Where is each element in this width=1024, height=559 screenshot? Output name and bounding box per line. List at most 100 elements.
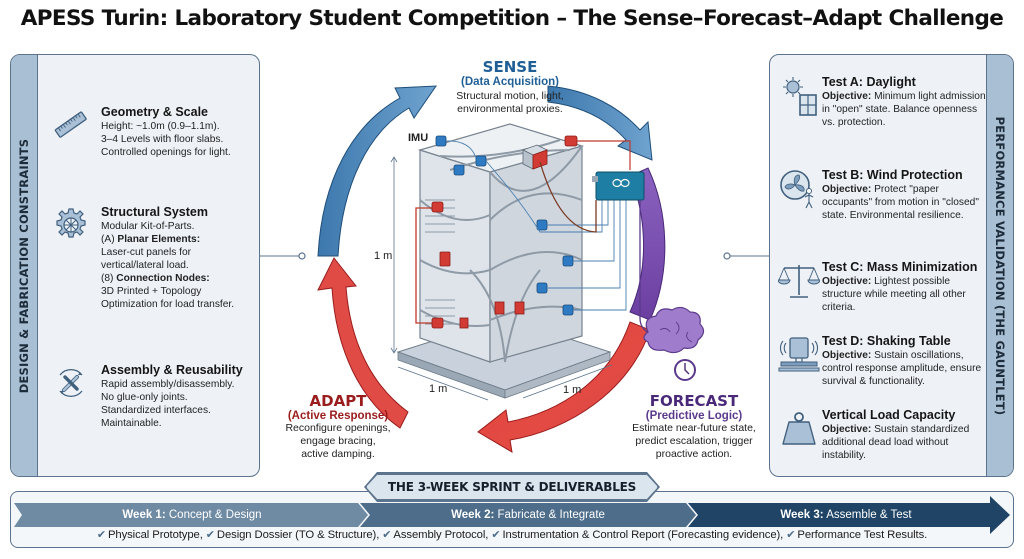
actuator-node-icon: [431, 317, 444, 329]
adapt-desc: active damping.: [301, 448, 375, 460]
panel-connector-right: [723, 252, 769, 260]
deliverables-list: ✔︎Physical Prototype, ✔︎Design Dossier (…: [14, 528, 1010, 541]
deliverable-item: ✔︎Physical Prototype,: [97, 529, 203, 541]
panel-side-label: PERFORMANCE VALIDATION (THE GAUNTLET): [986, 55, 1013, 476]
test-title: Test C: Mass Minimization: [822, 260, 978, 274]
objective-text: Sustain standardized additional dead loa…: [822, 424, 970, 461]
constraint-line: Laser-cut panels for: [101, 247, 192, 258]
constraint-line: 3–4 Levels with floor slabs.: [101, 134, 224, 145]
height-dimension-label: 1 m: [374, 250, 393, 262]
constraint-line: Optimization for load transfer.: [101, 299, 235, 310]
shaking-table-icon: [778, 337, 820, 372]
dimension-lines: [390, 156, 613, 401]
ruler-icon: [54, 111, 87, 138]
sense-desc: environmental proxies.: [457, 103, 563, 115]
constraint-title: Assembly & Reusability: [101, 363, 243, 377]
check-circle-icon: ✔︎: [382, 529, 392, 541]
week-text: Assemble & Test: [826, 509, 912, 521]
item-bold: Planar Elements:: [117, 234, 201, 245]
sense-stage: SENSE (Data Acquisition) Structural moti…: [430, 58, 590, 116]
adapt-desc: Reconfigure openings,: [285, 422, 391, 434]
deliverable-text: Instrumentation & Control Report (Foreca…: [502, 529, 784, 541]
sense-arc-arrow: [317, 85, 437, 257]
constraint-line: Rapid assembly/disassembly.: [101, 379, 235, 390]
objective-label: Objective:: [822, 350, 872, 361]
sense-subtitle: (Data Acquisition): [461, 76, 559, 88]
deliverable-item: ✔︎Performance Test Results.: [786, 529, 927, 541]
constraint-line: Height: ~1.0m (0.9–1.1m).: [101, 121, 220, 132]
constraint-line: 3D Printed + Topology: [101, 286, 202, 297]
objective-text: Sustain oscillations, control response a…: [822, 350, 982, 387]
deliverable-text: Performance Test Results.: [797, 529, 928, 541]
sensor-node-icon: [536, 282, 548, 294]
objective-text: Minimum light admission in "open" state.…: [822, 91, 986, 128]
sensor-node-icon: [562, 304, 574, 316]
sensor-node-icon: [475, 155, 487, 167]
week-2-label: Week 2: Fabricate & Integrate: [368, 503, 688, 527]
gear-icon: [56, 208, 86, 238]
week-text: Fabricate & Integrate: [497, 509, 605, 521]
forecast-subtitle: (Predictive Logic): [645, 410, 743, 422]
test-objective: Objective: Lightest possible structure w…: [822, 275, 990, 314]
objective-text: Lightest possible structure while meetin…: [822, 276, 966, 313]
adapt-arc-arrow-left: [317, 257, 409, 429]
check-circle-icon: ✔︎: [96, 529, 106, 541]
fan-person-icon: [780, 170, 814, 209]
sensor-node-icon: [453, 164, 465, 176]
deliverable-item: ✔︎Instrumentation & Control Report (Fore…: [491, 529, 783, 541]
structure-model: [396, 123, 653, 399]
forecast-desc: Estimate near-future state,: [632, 422, 756, 434]
week-text: Concept & Design: [168, 509, 262, 521]
depth-dimension-label: 1 m: [563, 384, 582, 396]
check-circle-icon: ✔︎: [205, 529, 215, 541]
constraint-line: No glue-only joints.: [101, 392, 188, 403]
constraint-line: Controlled openings for light.: [101, 147, 231, 158]
deliverable-text: Assembly Protocol,: [393, 529, 489, 541]
week-1-label: Week 1: Concept & Design: [22, 503, 362, 527]
objective-label: Objective:: [822, 184, 872, 195]
week-number: Week 1:: [122, 509, 166, 521]
adapt-title: ADAPT: [309, 392, 367, 410]
test-objective: Objective: Minimum light admission in "o…: [822, 90, 990, 129]
adapt-stage: ADAPT (Active Response) Reconfigure open…: [268, 392, 408, 461]
forecast-title: FORECAST: [649, 392, 739, 410]
arduino-board-icon: [592, 171, 645, 201]
objective-text: Protect "paper occupants" from motion in…: [822, 184, 979, 221]
sprint-heading-bg: [366, 474, 658, 500]
deliverable-item: ✔︎Assembly Protocol,: [382, 529, 488, 541]
item-prefix: (8): [101, 273, 117, 284]
panel-connector-left: [260, 252, 306, 260]
design-constraints-panel: DESIGN & FABRICATION CONSTRAINTS Geometr…: [10, 54, 260, 477]
performance-validation-panel: PERFORMANCE VALIDATION (THE GAUNTLET) Te…: [769, 54, 1014, 477]
imu-sensor-icon: [435, 135, 447, 147]
test-objective: Objective: Protect "paper occupants" fro…: [822, 183, 990, 222]
adapt-subtitle: (Active Response): [287, 410, 389, 422]
light-sensor-icon: [564, 135, 578, 147]
constraint-line: Standardized interfaces.: [101, 405, 211, 416]
deliverable-text: Design Dossier (TO & Structure),: [216, 529, 380, 541]
width-dimension-label: 1 m: [429, 383, 448, 395]
panel-side-label: DESIGN & FABRICATION CONSTRAINTS: [11, 55, 38, 476]
adapt-desc: engage bracing,: [300, 435, 376, 447]
sense-title: SENSE: [482, 58, 538, 76]
item-bold: Connection Nodes:: [116, 273, 210, 284]
test-objective: Objective: Sustain standardized addition…: [822, 423, 990, 462]
test-objective: Objective: Sustain oscillations, control…: [822, 349, 990, 388]
constraint-line: (8) Connection Nodes:: [101, 272, 259, 285]
deliverable-text: Physical Prototype,: [107, 529, 203, 541]
sun-window-icon: [783, 77, 817, 116]
test-title: Test A: Daylight: [822, 75, 916, 89]
forecast-desc: proactive action.: [655, 448, 733, 460]
test-title: Test D: Shaking Table: [822, 334, 951, 348]
week-3-label: Week 3: Assemble & Test: [696, 503, 996, 527]
sensor-node-icon: [536, 219, 548, 231]
constraint-title: Geometry & Scale: [101, 105, 208, 119]
weight-icon: [782, 412, 816, 445]
balance-scale-icon: [778, 265, 820, 298]
test-title: Test B: Wind Protection: [822, 168, 963, 182]
constraint-title: Structural System: [101, 205, 208, 219]
sense-desc: Structural motion, light,: [456, 90, 564, 102]
constraint-line: (A) Planar Elements:: [101, 233, 259, 246]
week-number: Week 3:: [780, 509, 824, 521]
